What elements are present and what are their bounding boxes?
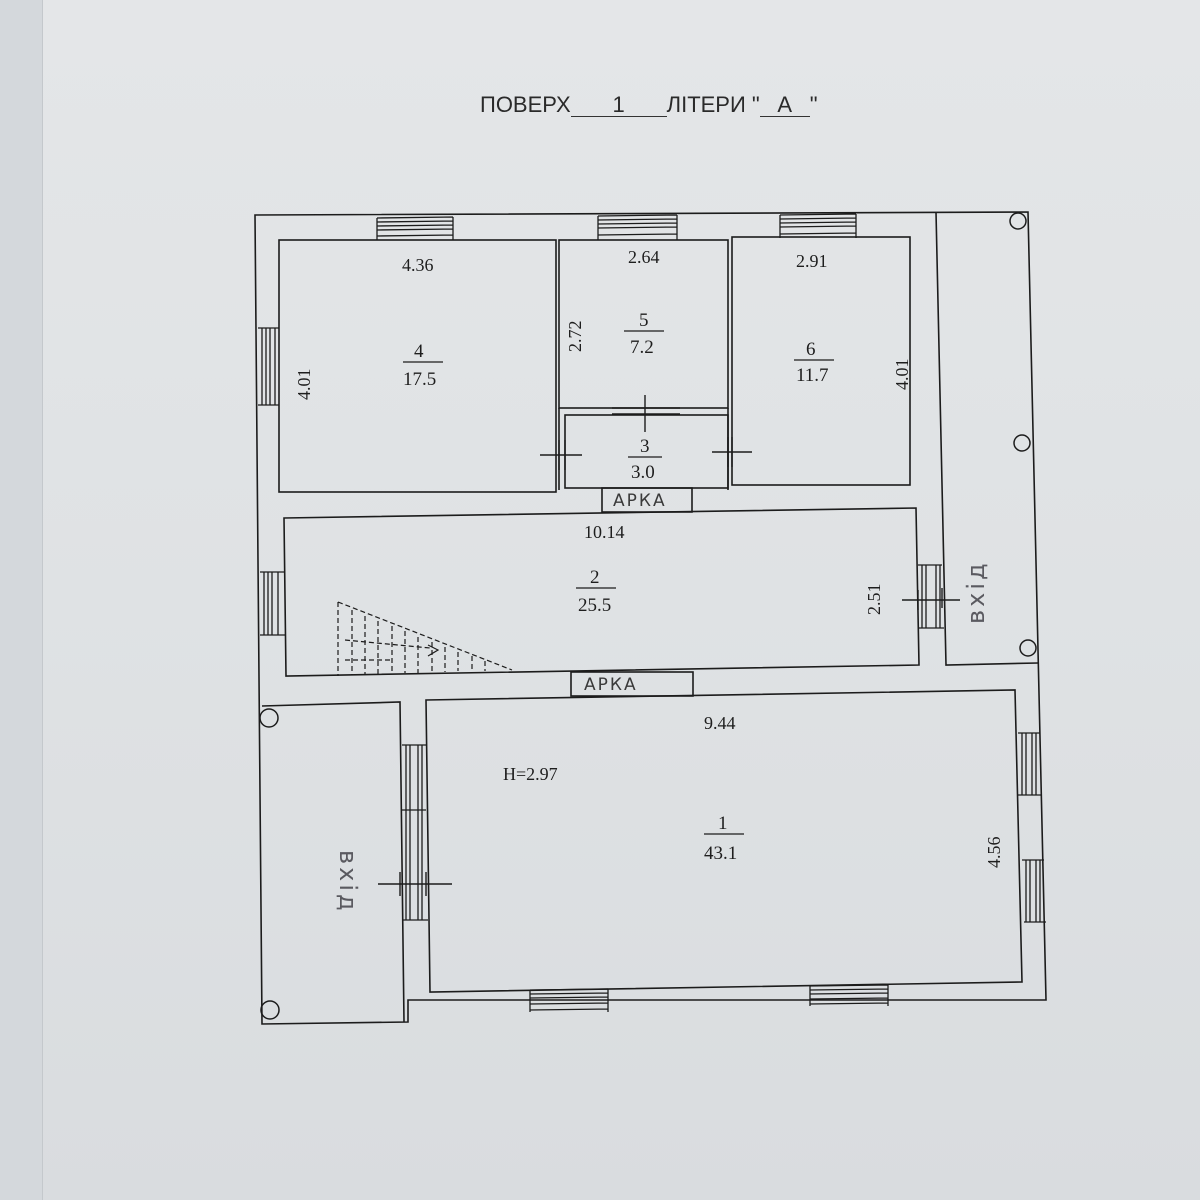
floor-value: 1 [570,94,667,117]
entrance-right-label: вхід [962,560,990,624]
room-4-area: 17.5 [403,369,436,390]
floor-label: ПОВЕРХ [480,92,571,117]
room-6-number: 6 [806,339,816,360]
windows [258,213,1046,1012]
arch-upper-label: АРКА [613,491,667,511]
porch-right [935,211,1039,666]
dim-room4-width: 4.36 [402,255,434,275]
dim-room5-depth: 2.72 [565,321,585,353]
room-6-area: 11.7 [796,365,829,386]
dim-room5-width: 2.64 [628,247,660,267]
room-5-number: 5 [639,310,649,331]
room-3-area: 3.0 [631,462,655,483]
room-1-outline [425,689,1023,993]
room-6-outline [731,236,911,486]
room-2-area: 25.5 [578,595,611,616]
letter-value: А [759,94,810,117]
letter-close: " [809,92,818,117]
dim-room6-width: 2.91 [796,251,828,271]
posts [259,212,1037,1020]
porch-left [261,701,405,1023]
arch-lower-label: АРКА [584,675,638,695]
dim-room2-width: 10.14 [584,522,625,542]
arch-upper-box [601,487,693,513]
ceiling-height: H=2.97 [503,764,558,784]
room-2-number: 2 [590,567,600,588]
entrance-left-label: вхід [334,850,362,914]
arch-lower-box [570,671,694,697]
letter-label: ЛІТЕРИ " [666,92,760,117]
dim-room6-depth: 4.01 [892,359,912,391]
dim-room1-width: 9.44 [704,713,736,733]
dim-room4-depth: 4.01 [294,369,314,401]
room-1-area: 43.1 [704,843,737,864]
dim-room1-depth: 4.56 [984,837,1004,869]
fraction-bars [403,330,834,835]
outer-wall [254,211,1047,1025]
room-4-number: 4 [414,341,424,362]
room-5-area: 7.2 [630,337,654,358]
room-4-outline [278,239,557,493]
room-3-number: 3 [640,436,650,457]
room-1-number: 1 [718,813,728,834]
doors [378,395,960,896]
dim-room2-depth: 2.51 [864,584,884,616]
room-2-outline [283,507,920,677]
staircase [337,601,513,676]
